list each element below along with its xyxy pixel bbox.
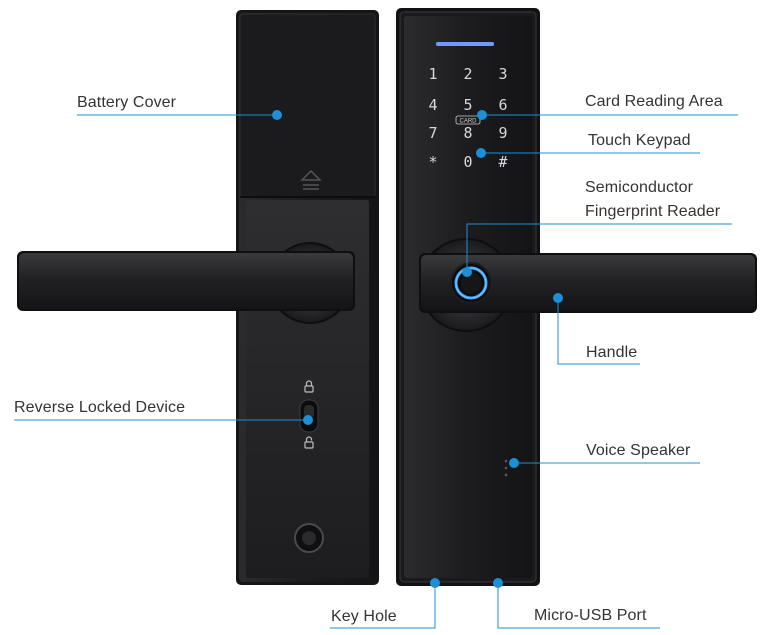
label-touch-keypad: Touch Keypad [588,132,691,149]
label-voice-speaker: Voice Speaker [586,442,691,459]
keypad-key[interactable]: 9 [498,124,507,142]
keypad-key[interactable]: 7 [428,124,437,142]
callout-lines [14,110,738,629]
label-battery-cover: Battery Cover [77,94,177,111]
keypad-key[interactable]: 3 [498,65,507,83]
label-fingerprint-line2: Fingerprint Reader [585,203,721,220]
card-mark-label: CARD [459,119,477,125]
keypad-key[interactable]: 1 [428,65,437,83]
keypad-key[interactable]: 0 [463,153,472,171]
speaker-grille [504,459,508,477]
keypad-key[interactable]: 8 [463,124,472,142]
label-fingerprint-line1: Semiconductor [585,179,694,196]
status-indicator [436,42,494,46]
keypad-key[interactable]: 2 [463,65,472,83]
label-key-hole: Key Hole [331,608,397,625]
push-up-arrow-icon [300,169,322,190]
label-handle: Handle [586,344,638,361]
keypad-key[interactable]: 6 [498,96,507,114]
label-card-reading-area: Card Reading Area [585,93,723,110]
battery-cover [239,13,376,198]
keypad-key[interactable]: 4 [428,96,437,114]
card-reading-area[interactable]: CARD [455,115,481,125]
label-micro-usb-port: Micro-USB Port [534,607,647,624]
interior-knob[interactable] [294,523,324,553]
interior-handle[interactable] [17,251,355,311]
lock-icon [304,380,314,393]
keypad-key[interactable]: * [428,153,437,171]
label-reverse-locked-device: Reverse Locked Device [14,399,186,416]
unlock-icon [304,436,314,449]
keypad-key[interactable]: 5 [463,96,472,114]
touch-keypad[interactable]: 1 2 3 4 5 6 7 8 9 * 0 # [428,65,507,171]
keypad-key[interactable]: # [498,153,507,171]
exterior-handle[interactable] [419,253,757,313]
fingerprint-reader[interactable] [450,262,492,304]
